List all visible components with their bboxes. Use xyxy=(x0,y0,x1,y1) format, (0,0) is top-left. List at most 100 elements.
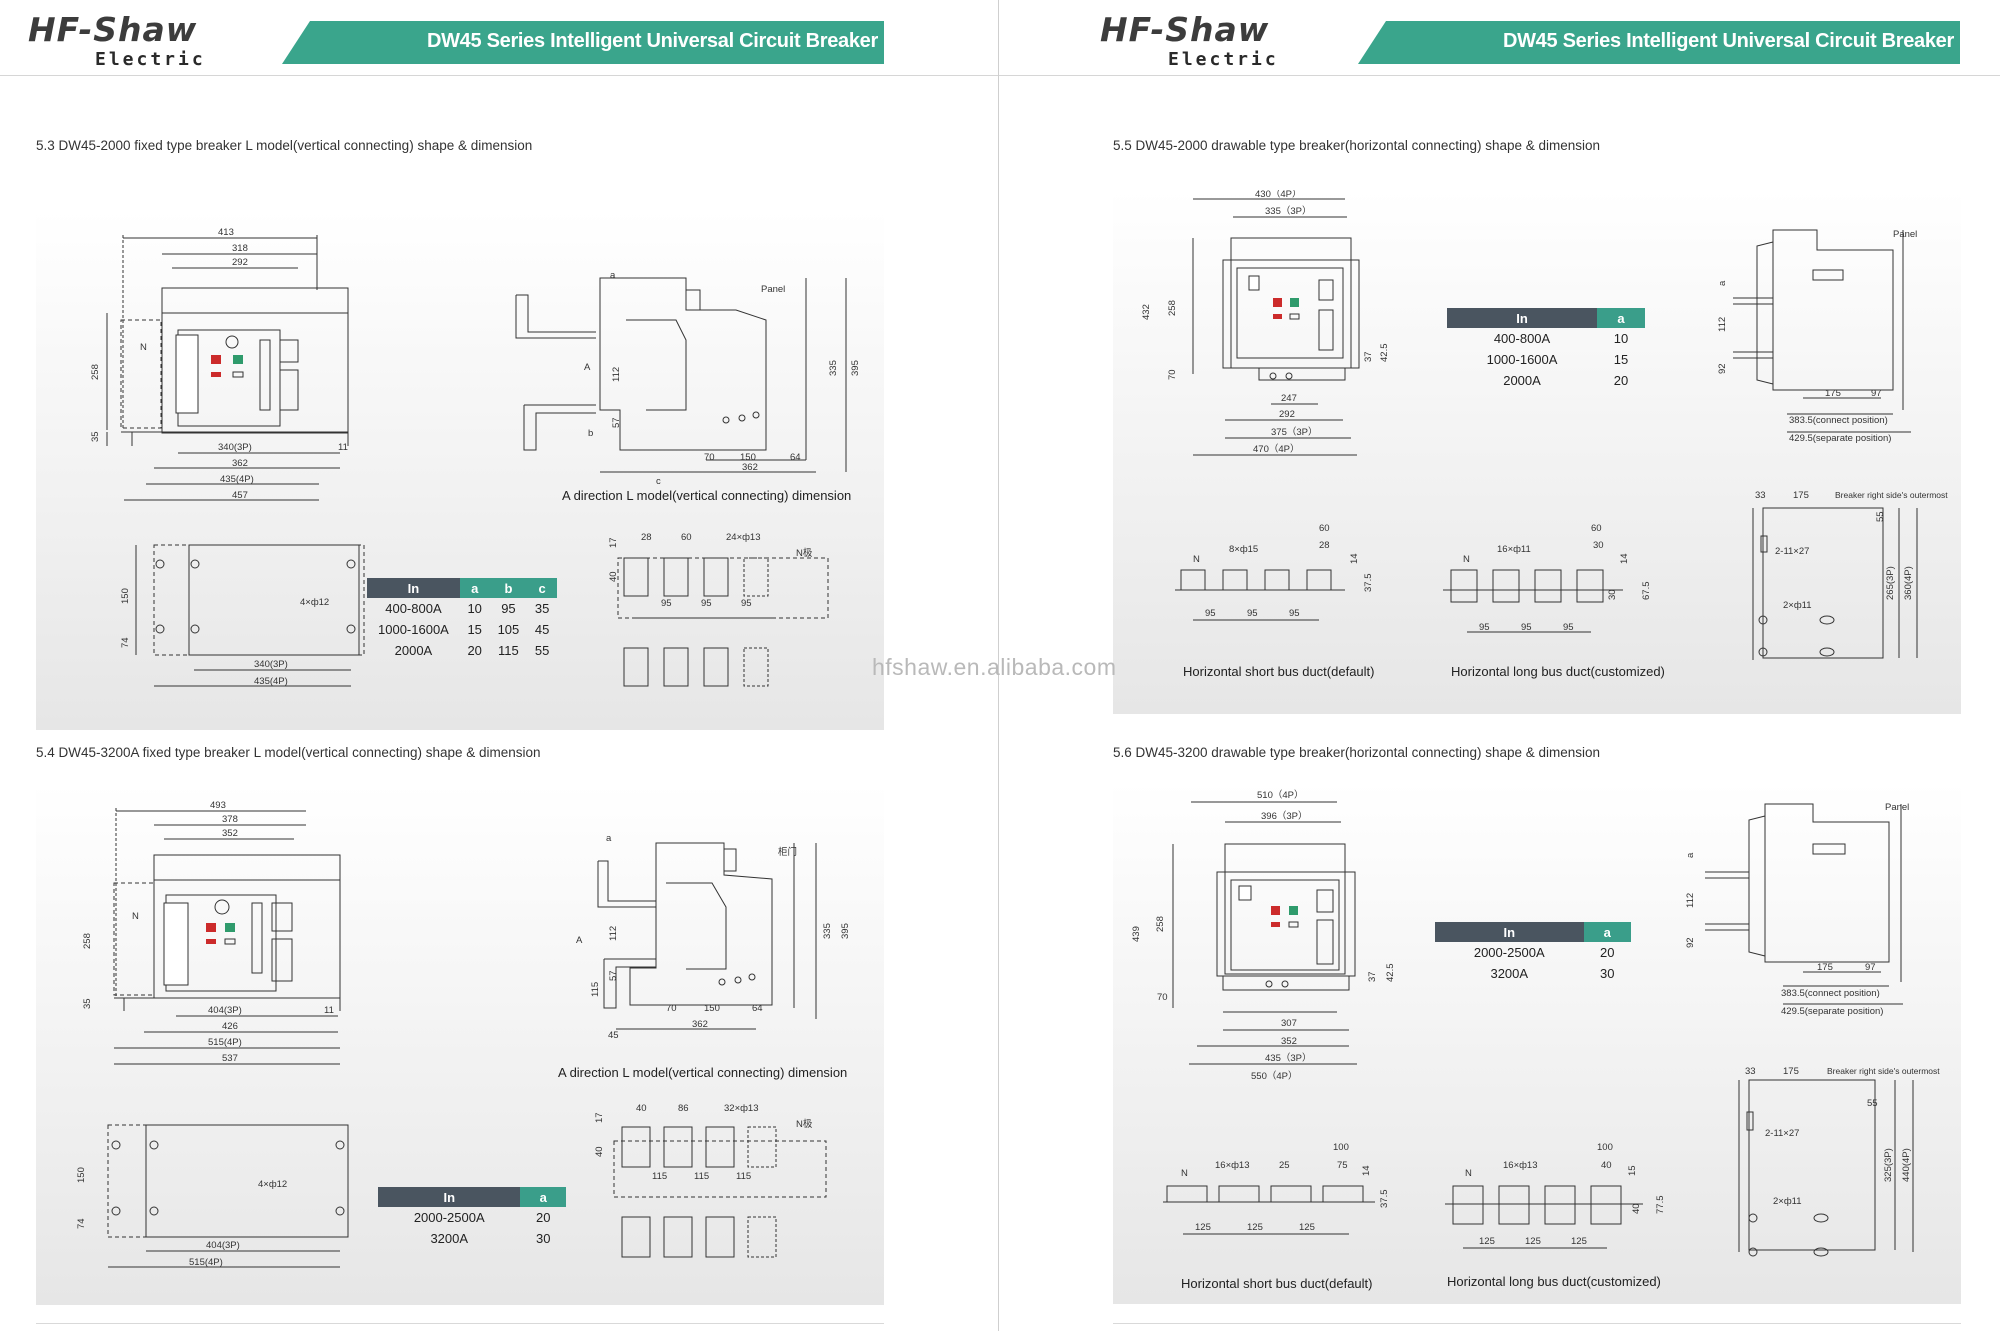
dim-label: N极 xyxy=(796,547,813,559)
base-dim-labels-5-4: 150 74 4×ф12 404(3P) 515(4P) xyxy=(76,1167,287,1268)
dim-label: 55 xyxy=(1875,511,1886,522)
terminal-view-5-4 xyxy=(613,1126,827,1258)
table-header: a xyxy=(1597,308,1645,328)
dim-label: b xyxy=(588,428,593,439)
dim-label: 75 xyxy=(1337,1160,1348,1171)
watermark: hfshaw.en.alibaba.com xyxy=(872,654,1117,680)
dim-label: 115 xyxy=(736,1171,751,1182)
dim-label: 115 xyxy=(652,1171,667,1182)
dim-label: 86 xyxy=(678,1103,689,1114)
caption-bus-long-5-6: Horizontal long bus duct(customized) xyxy=(1447,1274,1661,1289)
terminal-view-5-3 xyxy=(617,557,829,687)
dim-label: 95 xyxy=(1479,622,1490,633)
dim-label: 30 xyxy=(1593,540,1604,551)
dim-label: 柜门 xyxy=(778,846,797,858)
dim-label: 426 xyxy=(222,1021,238,1032)
dim-label: 435（3P） xyxy=(1265,1052,1311,1064)
dim-label: N极 xyxy=(796,1118,813,1130)
dim-label: 60 xyxy=(1319,523,1330,534)
drawing-panel-5-5: 430（4P） 335（3P） 432 258 70 37 42.5 247 2… xyxy=(1113,190,1961,714)
page-gutter xyxy=(998,0,999,1331)
dim-label: N xyxy=(1463,554,1470,565)
dim-label: 335 xyxy=(828,360,839,376)
dim-label: 362 xyxy=(692,1019,708,1030)
banner-title: DW45 Series Intelligent Universal Circui… xyxy=(1502,30,1954,52)
dim-label: 537 xyxy=(222,1053,238,1064)
table-header: In xyxy=(1435,922,1584,942)
dim-label: 42.5 xyxy=(1385,964,1396,983)
dim-label: 60 xyxy=(681,532,692,543)
table-header: a xyxy=(1583,922,1631,942)
dim-label: 430（4P） xyxy=(1255,190,1301,200)
dim-label: a xyxy=(1717,280,1728,286)
dim-label: 510（4P） xyxy=(1257,789,1303,801)
dim-label: 70 xyxy=(1167,369,1178,380)
front-dim-labels-5-5: 430（4P） 335（3P） 432 258 70 37 42.5 247 2… xyxy=(1141,190,1390,455)
dim-label: 37.5 xyxy=(1363,574,1374,593)
dim-label: 404(3P) xyxy=(208,1005,242,1016)
dim-label: 40 xyxy=(608,571,619,582)
dim-label: 28 xyxy=(1319,540,1330,551)
dim-label: 74 xyxy=(120,637,131,648)
title-banner: DW45 Series Intelligent Universal Circui… xyxy=(282,21,884,64)
dim-label: a xyxy=(1685,852,1696,858)
dim-label: a xyxy=(606,833,612,844)
table-cell: 45 xyxy=(534,622,550,637)
side-dim-labels-5-3: a Panel A 112 57 b c 335 395 70 150 64 3… xyxy=(584,270,861,487)
dim-label: 383.5(connect position) xyxy=(1781,988,1880,999)
dim-label: 292 xyxy=(232,257,248,268)
side-view-5-6 xyxy=(1705,803,1903,1005)
caption-bus-long-5-5: Horizontal long bus duct(customized) xyxy=(1451,664,1665,679)
dim-label: 325(3P) xyxy=(1883,1148,1894,1182)
section-title-5-6: 5.6 DW45-3200 drawable type breaker(hori… xyxy=(1113,745,1601,760)
caption-bus-short-5-5: Horizontal short bus duct(default) xyxy=(1183,664,1374,679)
dim-label: 150 xyxy=(740,452,756,463)
dim-label: 60 xyxy=(1591,523,1602,534)
dim-label: 125 xyxy=(1525,1236,1541,1247)
dim-label: 115 xyxy=(590,982,601,997)
dim-label: 4×ф12 xyxy=(300,597,329,608)
dim-label: 413 xyxy=(218,227,234,238)
dim-label: 493 xyxy=(210,800,226,811)
brand-logo-subtitle: Electric xyxy=(1168,49,1279,70)
table-cell: 2000-2500A xyxy=(413,1210,485,1225)
bus-long-labels-5-6: N 16×ф13 100 40 15 40 77.5 125 125 125 xyxy=(1465,1142,1666,1247)
dim-label: 112 xyxy=(1685,893,1696,908)
dim-label: 57 xyxy=(608,970,619,981)
dim-label: 112 xyxy=(611,367,622,382)
dim-label: 175 xyxy=(1817,962,1833,973)
drawing-panel-5-3: 413 318 292 N 258 35 340(3P) 11 362 435(… xyxy=(36,210,884,730)
table-cell: 2000A xyxy=(1503,373,1541,388)
side-view-5-3 xyxy=(515,277,847,473)
table-cell: 400-800A xyxy=(385,601,442,616)
dim-label: 340(3P) xyxy=(254,659,288,670)
side-view-5-4 xyxy=(597,842,817,1030)
dim-label: 318 xyxy=(232,243,248,254)
table-cell: 15 xyxy=(1613,352,1629,367)
dim-label: 125 xyxy=(1299,1222,1315,1233)
dim-label: 404(3P) xyxy=(206,1240,240,1251)
mount-view-5-6 xyxy=(1738,1079,1914,1257)
caption-side-view-5-4: A direction L model(vertical connecting)… xyxy=(558,1065,848,1080)
side-dim-labels-5-4: a 柜门 A 112 57 115 335 395 45 70 150 64 3… xyxy=(576,833,851,1041)
table-cell: 20 xyxy=(1600,945,1615,960)
bus-short-5-6 xyxy=(1163,1185,1375,1235)
side-view-5-5 xyxy=(1733,229,1911,433)
dim-label: 16×ф11 xyxy=(1497,544,1531,555)
dim-label: 74 xyxy=(76,1218,87,1229)
dim-label: 247 xyxy=(1281,393,1297,404)
dim-label: 352 xyxy=(1281,1036,1297,1047)
table-header: a xyxy=(459,578,490,598)
table-cell: 105 xyxy=(497,622,520,637)
dim-label: 8×ф15 xyxy=(1229,544,1258,555)
dim-label: 14 xyxy=(1361,1165,1372,1176)
dim-label: 64 xyxy=(752,1003,763,1014)
dim-label: 429.5(separate position) xyxy=(1789,433,1891,444)
dim-label: 362 xyxy=(232,458,248,469)
dim-label: 100 xyxy=(1597,1142,1613,1153)
